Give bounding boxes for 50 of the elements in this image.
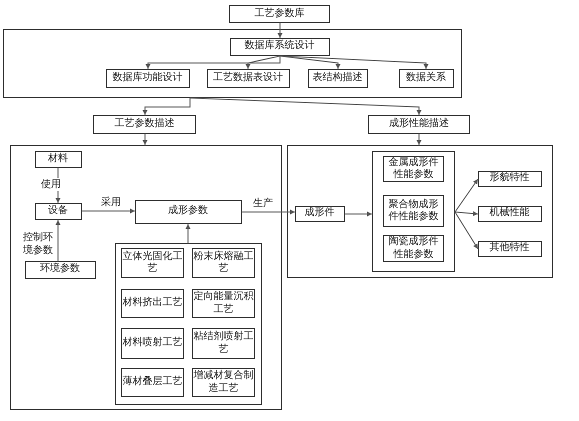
- process-box: 形貌特性: [478, 170, 542, 186]
- arrow: [246, 56, 280, 70]
- process-box: 聚合物成形件性能参数: [383, 195, 444, 227]
- process-box: 粉末床熔融工艺: [192, 248, 255, 278]
- process-box: 其他特性: [478, 240, 542, 256]
- arrow: [344, 212, 372, 216]
- arrow: [242, 210, 296, 214]
- arrow: [454, 211, 478, 216]
- process-box: 成形性能描述: [368, 115, 470, 134]
- edge-label: 控制环境参数: [20, 231, 56, 257]
- arrow: [190, 98, 422, 116]
- process-box: 工艺数据表设计: [206, 68, 290, 88]
- arrow: [278, 22, 282, 38]
- arrow: [416, 134, 422, 146]
- arrow: [142, 134, 148, 146]
- process-box: 材料挤出工艺: [121, 289, 184, 318]
- group-box: [114, 242, 262, 404]
- process-box: 工艺参数库: [229, 5, 330, 23]
- process-box: 增减材复合制造工艺: [192, 368, 255, 397]
- arrow: [56, 220, 60, 262]
- process-box: 陶瓷成形件性能参数: [383, 235, 444, 262]
- arrow: [280, 56, 340, 70]
- process-box: 数据关系: [398, 68, 454, 88]
- arrow: [146, 56, 280, 70]
- arrow: [186, 224, 190, 244]
- group-box: [3, 29, 462, 98]
- group-box: [372, 150, 454, 272]
- arrow: [454, 212, 478, 250]
- arrow: [280, 56, 428, 70]
- process-box: 成形参数: [134, 200, 242, 224]
- process-box: 立体光固化工艺: [121, 248, 184, 278]
- process-box: 薄材叠层工艺: [121, 368, 184, 397]
- process-box: 粘结剂喷射工艺: [192, 328, 255, 359]
- process-box: 数据库功能设计: [106, 68, 190, 88]
- process-box: 材料喷射工艺: [121, 328, 184, 359]
- process-box: 定向能量沉积工艺: [192, 289, 255, 318]
- group-box: [287, 145, 553, 278]
- process-box: 机械性能: [478, 206, 542, 222]
- arrow: [142, 98, 190, 116]
- group-box: [10, 145, 282, 410]
- process-box: 数据库系统设计: [230, 38, 330, 56]
- process-box: 材料: [34, 150, 82, 168]
- process-box: 工艺参数描述: [93, 115, 196, 134]
- arrow: [82, 208, 136, 214]
- process-box: 金属成形件性能参数: [383, 156, 444, 182]
- process-box: 环境参数: [24, 260, 96, 278]
- process-box: 表结构描述: [308, 68, 368, 88]
- arrow: [454, 178, 478, 212]
- process-box: 设备: [34, 202, 82, 220]
- process-box: 成形件: [294, 206, 344, 222]
